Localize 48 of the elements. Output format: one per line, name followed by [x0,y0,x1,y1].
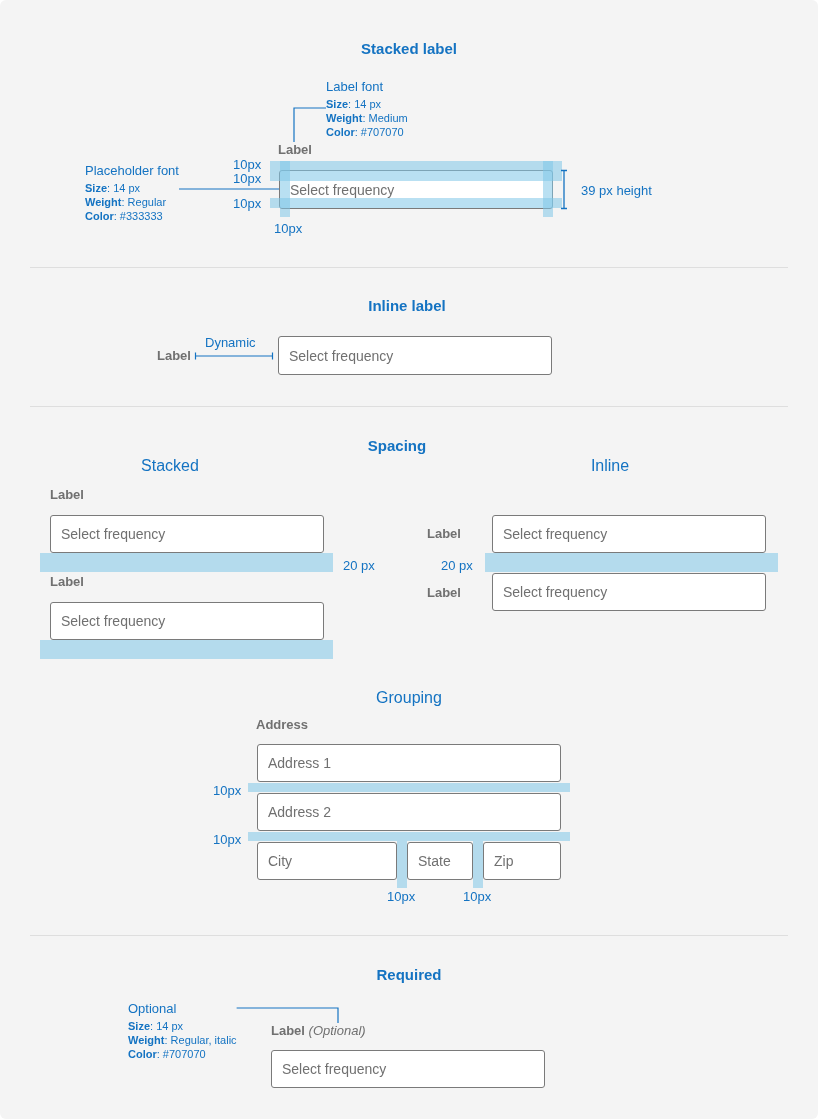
spec-line: Weight: Regular, italic [128,1033,237,1047]
leader-line [293,107,327,143]
section-heading: Inline label [368,297,446,315]
spec-line: Size: 14 px [326,97,382,111]
subheading: Grouping [376,687,442,707]
field-label: Address [256,717,309,733]
input-field: State [407,842,473,880]
callout-heading: Label font [326,79,384,95]
dimension-label: Dynamic [205,335,256,349]
spec-line: Weight: Regular [85,195,167,209]
field-label: Label [278,142,312,158]
section-heading: Required [376,966,442,984]
section-heading: Stacked label [361,40,457,58]
dimension-label: 10px [213,832,242,846]
input-field: Select frequency [492,515,766,553]
callout-heading: Placeholder font [85,163,179,179]
dimension-label: 10px [274,221,303,235]
dimension-label: 10px [387,889,416,903]
spec-line: Color: #707070 [326,125,404,139]
dimension-label: 10px [233,157,262,171]
input-field: City [257,842,397,880]
spec-line: Color: #707070 [128,1047,206,1061]
field-label: Label [427,526,461,542]
section-heading: Spacing [367,437,427,455]
field-label: Label [157,348,191,364]
subheading: Stacked [141,455,199,475]
dimension-label: 10px [213,783,242,797]
field-label: Label (Optional) [271,1023,366,1039]
input-field: Address 2 [257,793,561,831]
spec-line: Size: 14 px [128,1019,184,1033]
subheading: Inline [590,455,630,475]
leader-line [178,188,280,190]
leader-line [236,1007,339,1024]
input-field: Select frequency [279,170,553,209]
spec-line: Color: #333333 [85,209,163,223]
callout-heading: Optional [128,1001,177,1017]
spec-line: Weight: Medium [326,111,408,125]
input-field: Select frequency [278,336,552,375]
input-field: Address 1 [257,744,561,782]
dimension-label: 10px [463,889,492,903]
field-label: Label [50,487,84,503]
input-field: Select frequency [271,1050,545,1088]
input-field: Select frequency [50,515,324,553]
dimension-label: 39 px height [581,183,652,197]
dimension-label: 10px [233,171,262,185]
input-field: Zip [483,842,561,880]
spec-line: Size: 14 px [85,181,141,195]
dimension-label: 10px [233,196,262,210]
